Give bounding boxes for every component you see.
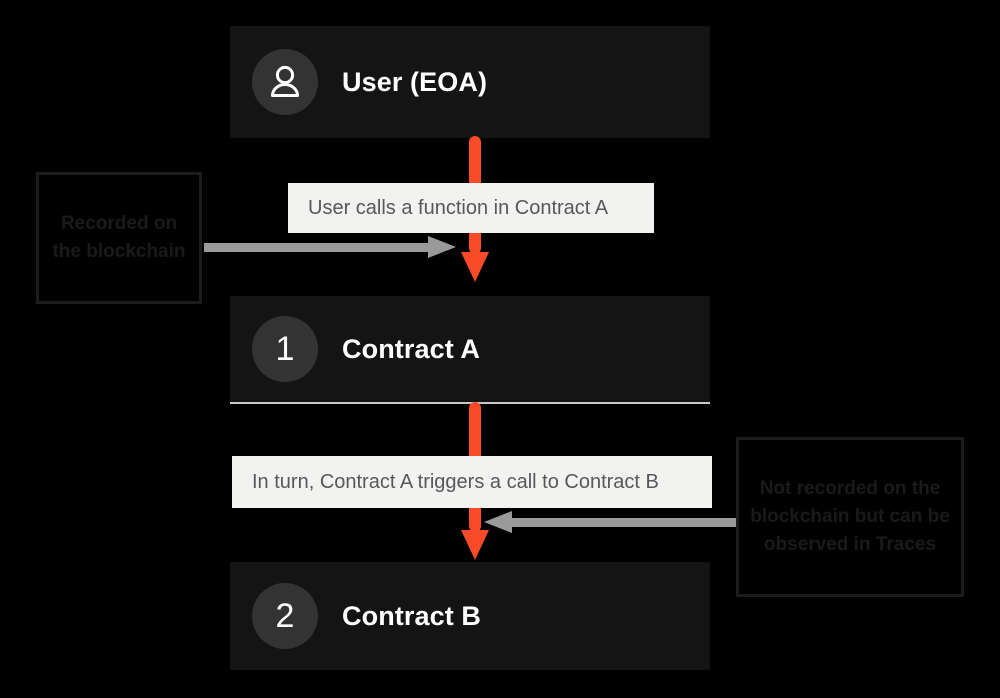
message-text: In turn, Contract A triggers a call to C…: [252, 470, 659, 493]
message-user-calls-contract-a: User calls a function in Contract A: [288, 183, 654, 233]
note-text: Not recorded on the blockchain but can b…: [750, 477, 950, 556]
node-contract-a[interactable]: 1 Contract A: [230, 296, 710, 404]
pointer-arrow-right: [204, 232, 456, 262]
note-not-recorded-observed-in-traces: Not recorded on the blockchain but can b…: [736, 437, 964, 597]
node-user[interactable]: User (EOA): [230, 26, 710, 138]
message-contract-a-triggers-contract-b: In turn, Contract A triggers a call to C…: [232, 456, 712, 508]
step-number-badge: 1: [252, 316, 318, 382]
node-contract-a-label: Contract A: [342, 333, 481, 364]
node-contract-b[interactable]: 2 Contract B: [230, 562, 710, 670]
message-text: User calls a function in Contract A: [308, 196, 609, 219]
step-number-badge: 2: [252, 583, 318, 649]
node-user-label: User (EOA): [342, 66, 488, 97]
note-recorded-on-blockchain: Recorded on the blockchain: [36, 172, 202, 304]
node-contract-b-label: Contract B: [342, 600, 482, 631]
person-icon: [271, 65, 299, 97]
note-text: Recorded on the blockchain: [52, 212, 186, 262]
user-avatar-badge: [252, 49, 318, 115]
pointer-arrow-left: [484, 507, 736, 537]
